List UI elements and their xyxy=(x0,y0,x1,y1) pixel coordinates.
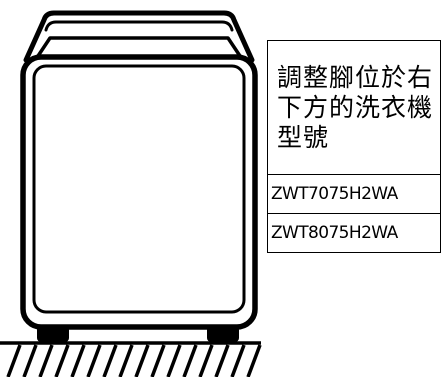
washer-body xyxy=(20,54,258,330)
table-heading: 調整腳位於右下方的洗衣機型號 xyxy=(277,62,434,152)
table-heading-row: 調整腳位於右下方的洗衣機型號 xyxy=(267,40,441,175)
model-cell: ZWT8075H2WA xyxy=(267,213,441,253)
table-row: ZWT8075H2WA xyxy=(267,213,441,253)
model-number: ZWT8075H2WA xyxy=(271,223,398,243)
floor-hatching xyxy=(0,341,262,377)
model-table: 調整腳位於右下方的洗衣機型號 ZWT7075H2WA ZWT8075H2WA xyxy=(267,40,441,253)
washer-lid xyxy=(23,10,255,63)
model-number: ZWT7075H2WA xyxy=(271,184,398,204)
washer-feet xyxy=(37,326,239,342)
model-cell: ZWT7075H2WA xyxy=(267,174,441,214)
table-row: ZWT7075H2WA xyxy=(267,174,441,214)
table-heading-cell: 調整腳位於右下方的洗衣機型號 xyxy=(267,40,441,175)
